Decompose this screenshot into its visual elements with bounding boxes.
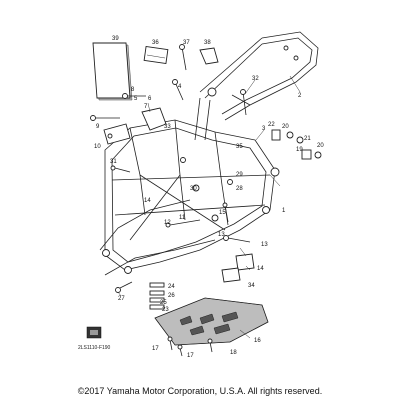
bracket-7-part: [141, 107, 167, 131]
callout-label: 15: [219, 210, 226, 216]
damper-pad-part: [143, 46, 169, 64]
callout-label: 7: [144, 104, 148, 110]
spacer-stack-part: [149, 282, 165, 310]
callout-label: 11: [179, 215, 186, 221]
main-frame-part: [99, 97, 280, 276]
callout-label: 17: [187, 353, 194, 359]
bolt-17-left-part: [167, 336, 173, 351]
bolt-15-part: [222, 202, 229, 223]
callout-label: 3: [262, 126, 266, 132]
callout-label: 39: [112, 36, 119, 42]
callout-label: 24: [168, 284, 175, 290]
bolt-12-part: [165, 219, 201, 228]
label-chip-icon: [86, 326, 102, 339]
callout-label: 23: [162, 307, 169, 313]
callout-label: 32: [252, 76, 259, 82]
callout-label: 14: [144, 198, 151, 204]
reference-code: 2LS1110-F190: [78, 345, 111, 351]
leader-lines: [117, 75, 301, 339]
callout-label: 13: [218, 232, 225, 238]
callout-label: 30: [190, 186, 197, 192]
callout-label: 14: [257, 266, 264, 272]
callout-label: 6: [148, 96, 152, 102]
bolt-5-part: [122, 93, 146, 99]
callout-label: 1: [282, 208, 286, 214]
bolt-9-part: [90, 115, 120, 121]
callout-label: 5: [134, 96, 138, 102]
callout-label: 36: [152, 40, 159, 46]
callout-label: 17: [152, 346, 159, 352]
callout-label: 20: [282, 124, 289, 130]
callout-label: 10: [94, 144, 101, 150]
bolt-17-right-part: [177, 344, 183, 357]
callout-label: 9: [96, 124, 100, 130]
strap-part: [199, 47, 219, 65]
copyright-notice: ©2017 Yamaha Motor Corporation, U.S.A. A…: [77, 386, 323, 396]
callout-label: 28: [236, 186, 243, 192]
callout-label: 16: [254, 338, 261, 344]
callout-label: 19: [296, 147, 303, 153]
skid-plate-part: [154, 297, 269, 346]
callout-label: 37: [183, 40, 190, 46]
callout-label: 25: [160, 300, 167, 306]
callout-label: 34: [248, 283, 255, 289]
bolt-37-part: [179, 44, 187, 71]
callout-label: 12: [164, 220, 171, 226]
callout-label: 2: [298, 93, 302, 99]
callout-label: 26: [168, 293, 175, 299]
callout-label: 35: [236, 144, 243, 150]
manual-sheet-part: [92, 42, 133, 101]
bracket-8-part: [103, 123, 131, 145]
callout-label: 4: [178, 84, 182, 90]
bracket-34-part: [221, 267, 241, 283]
callout-label: 27: [118, 296, 125, 302]
bolt-4-part: [172, 79, 184, 101]
callout-label: 21: [304, 136, 311, 142]
stay-32-part: [240, 89, 247, 116]
collar-stack-part: [271, 129, 322, 160]
callout-label: 38: [204, 40, 211, 46]
bolt-31-part: [110, 165, 131, 173]
rear-subframe-part: [199, 31, 319, 121]
callout-label: 18: [230, 350, 237, 356]
bolt-27-part: [115, 281, 133, 293]
bolt-13-part: [223, 235, 255, 271]
callout-label: 31: [110, 159, 117, 165]
callout-label: 8: [131, 87, 135, 93]
callout-label: 13: [261, 242, 268, 248]
callout-label: 20: [317, 143, 324, 149]
callout-label: 29: [236, 172, 243, 178]
callout-label: 22: [268, 122, 275, 128]
nut-30-part: [192, 184, 200, 192]
callout-label: 33: [164, 124, 171, 130]
bolt-18-part: [207, 338, 213, 353]
callout-labels: 39 36 37 38 2 32 8 6 4 5 7 33 3 22 20 21…: [78, 36, 324, 359]
